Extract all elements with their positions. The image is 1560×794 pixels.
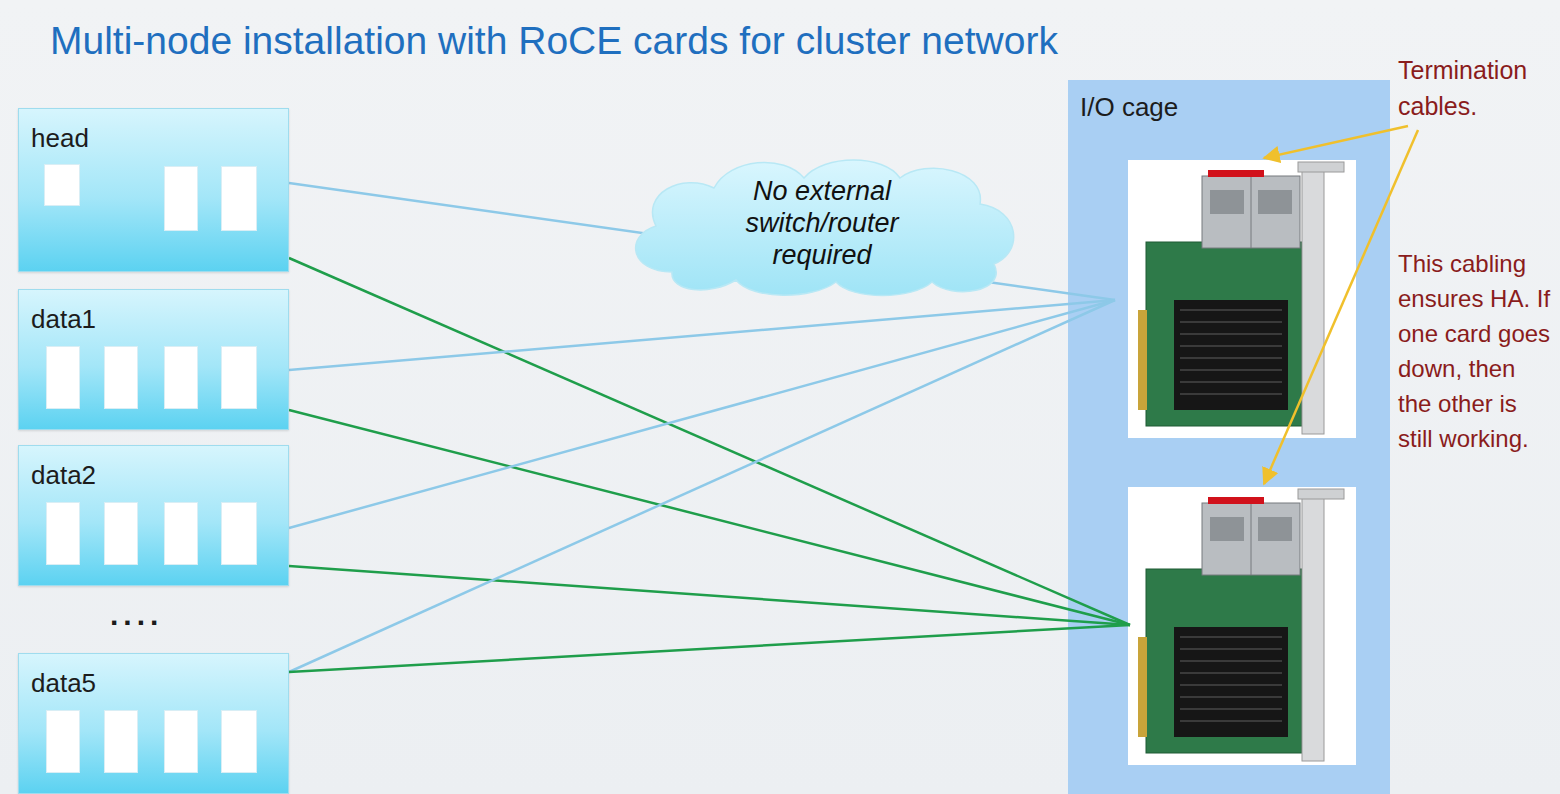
cluster-link — [289, 625, 1130, 672]
cloud-text: No external switch/router required — [715, 176, 930, 272]
disk-slot — [221, 710, 257, 773]
disk-slot — [164, 346, 198, 409]
ellipsis-mark: .... — [110, 598, 163, 632]
disk-slot — [104, 710, 138, 773]
leader-arrow — [1264, 130, 1418, 484]
cluster-link — [289, 300, 1115, 672]
roce-card — [1128, 160, 1356, 438]
disk-slot — [164, 166, 198, 231]
io-cage-panel: I/O cage — [1068, 80, 1390, 794]
server-node-box: head — [18, 108, 289, 272]
disk-slot — [164, 502, 198, 565]
node-label: data1 — [31, 304, 96, 335]
cluster-link — [289, 258, 1130, 625]
disk-slot — [44, 164, 80, 206]
cluster-link — [289, 300, 1115, 370]
server-node-box: data5 — [18, 653, 289, 794]
callout-note: Termination cables. — [1398, 52, 1548, 124]
leader-arrow — [1264, 126, 1408, 158]
cluster-link — [289, 183, 1115, 300]
callout-note: This cabling ensures HA. If one card goe… — [1398, 246, 1554, 456]
disk-slot — [221, 166, 257, 231]
roce-card-illustration — [1068, 80, 1390, 794]
panel-label: I/O cage — [1080, 92, 1178, 123]
cloud-outline — [636, 160, 1014, 296]
cloud-note: No external switch/router required — [612, 150, 1032, 298]
cluster-link — [289, 410, 1130, 625]
disk-slot — [221, 502, 257, 565]
server-node-box: data2 — [18, 445, 289, 586]
cluster-link — [289, 566, 1130, 625]
server-node-box: data1 — [18, 289, 289, 430]
diagram-title: Multi-node installation with RoCE cards … — [50, 18, 1058, 65]
disk-slot — [104, 346, 138, 409]
node-label: data2 — [31, 460, 96, 491]
disk-slot — [104, 502, 138, 565]
disk-slot — [46, 346, 80, 409]
disk-slot — [164, 710, 198, 773]
cluster-link — [289, 300, 1115, 528]
roce-card — [1128, 487, 1356, 765]
node-label: data5 — [31, 668, 96, 699]
node-label: head — [31, 123, 89, 154]
disk-slot — [46, 710, 80, 773]
disk-slot — [46, 502, 80, 565]
disk-slot — [221, 346, 257, 409]
